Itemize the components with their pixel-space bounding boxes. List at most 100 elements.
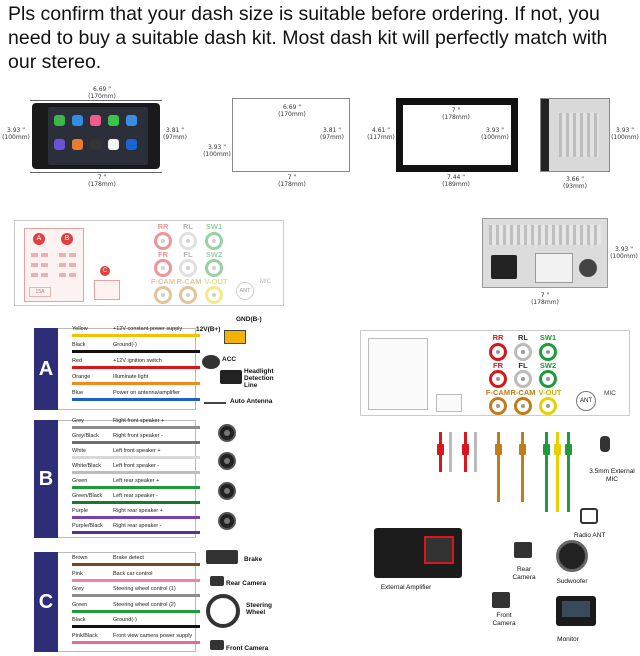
wire-description: Left front speaker +	[113, 448, 161, 454]
rca-top-rr-label: RR	[157, 222, 169, 231]
wire-description: Power on antenna/amplifier	[113, 390, 180, 396]
section-c-box	[58, 552, 196, 652]
rca-plug	[554, 444, 561, 455]
wire-description: Ground(-)	[113, 342, 137, 348]
front-camera-icon	[210, 640, 224, 650]
wire-line	[72, 609, 200, 613]
rca-top-rcam-label: R-CAM	[176, 277, 202, 286]
plug-pin	[69, 273, 76, 277]
front-width-label: 6.69 "(170mm)	[88, 86, 116, 100]
calendar-app-icon	[108, 139, 119, 150]
wire-description: Illuminate light	[113, 374, 149, 380]
wire-row: Brown Brake detect	[58, 555, 200, 566]
subwoofer-icon	[556, 540, 588, 572]
wire-line	[72, 531, 200, 534]
steering-label: Steering Wheel	[246, 602, 273, 616]
back-rca-block	[535, 253, 573, 283]
wire-line	[72, 366, 200, 369]
speaker-icon	[218, 482, 236, 500]
wire-description: Ground(-)	[113, 617, 137, 623]
monitor-icon	[556, 596, 596, 626]
front-height-left-label: 3.93 "(100mm)	[2, 127, 30, 141]
cable	[567, 432, 570, 512]
rca-sw2	[539, 370, 557, 388]
rca-plug	[462, 444, 469, 455]
plug-pin	[59, 253, 66, 257]
wire-color-name: Brown	[72, 555, 88, 561]
plug-pin	[41, 253, 48, 257]
section-a-letter: A	[34, 328, 58, 410]
plug-c-bottom	[436, 394, 462, 412]
rca-top-sw2	[205, 259, 223, 277]
rca-vout-label: V-OUT	[538, 388, 562, 397]
rca-sw1	[539, 343, 557, 361]
rca-top-fcam	[154, 286, 172, 304]
headline: Pls confirm that your dash size is suita…	[8, 3, 608, 73]
wire-color-name: Yellow	[72, 326, 88, 332]
cable	[545, 432, 548, 512]
wire-line	[72, 625, 200, 628]
plug-pin	[69, 263, 76, 267]
wire-description: Steering wheel control (2)	[113, 601, 176, 608]
wire-description: Right rear speaker +	[113, 508, 163, 514]
wire-color-name: Pink/Black	[72, 632, 98, 639]
wire-line	[72, 398, 200, 401]
cable	[474, 432, 477, 472]
rca-rcam	[514, 397, 532, 415]
outline-bottom-label: 7 "(178mm)	[278, 174, 306, 188]
brake-icon	[206, 550, 238, 564]
outline-right-label: 3.81 "(97mm)	[319, 127, 344, 141]
plug-pin	[41, 273, 48, 277]
front-height-right-label: 3.81 "(97mm)	[162, 127, 187, 141]
back-antenna-port	[579, 259, 597, 277]
wire-line	[72, 426, 200, 429]
front-bottom-line	[30, 172, 162, 173]
wire-description: Front view camera power supply	[113, 632, 193, 639]
section-b-letter: B	[34, 420, 58, 538]
rca-fr-label: FR	[493, 361, 503, 370]
wire-description: Steering wheel control (1)	[113, 586, 176, 592]
plug-pin	[41, 263, 48, 267]
plug-pin	[59, 273, 66, 277]
plug-pin	[31, 253, 38, 257]
headlight-icon	[220, 370, 242, 384]
audiobooks-app-icon	[72, 139, 83, 150]
wire-line	[72, 382, 200, 385]
wire-color-name: Green	[72, 478, 88, 484]
rca-rr-label: RR	[492, 333, 504, 342]
fuse: 15A	[29, 287, 51, 297]
wire-description: +12V ignition switch	[113, 358, 162, 364]
wire-color-name: Purple	[72, 508, 88, 514]
monitor-screen	[562, 601, 590, 617]
iso-plug-bottom	[368, 338, 428, 410]
plug-c-letter: C	[100, 266, 110, 276]
speaker-icon	[218, 512, 236, 530]
dash-frame	[396, 98, 518, 172]
rca-top-fcam-label: F-CAM	[150, 277, 176, 286]
cable	[556, 432, 559, 512]
wire-description: Right front speaker -	[113, 433, 163, 439]
cable	[449, 432, 452, 472]
speaker-icon	[218, 452, 236, 470]
radio-ant-label: Radio ANT	[574, 532, 606, 539]
frame-right-label: 3.93 "(100mm)	[481, 127, 509, 141]
section-a-box	[58, 328, 196, 410]
rca-plug	[519, 444, 526, 455]
wire-row: Red+12V ignition switch	[58, 358, 200, 369]
rca-top-vout	[205, 286, 223, 304]
messages-app-icon	[108, 115, 119, 126]
wire-description: Brake detect	[113, 555, 144, 561]
wire-color-name: Black	[72, 342, 86, 348]
rear-cam-label: Rear Camera	[512, 566, 536, 581]
acc-label: ACC	[222, 356, 237, 363]
carplay-app-icon	[126, 139, 137, 150]
mic-icon	[600, 436, 610, 452]
section-c-letter: C	[34, 552, 58, 652]
stereo-side	[540, 98, 610, 172]
front-bottom-label: 7 "(178mm)	[88, 174, 116, 188]
stereo-back	[482, 218, 608, 288]
wire-color-name: White/Black	[72, 463, 102, 469]
